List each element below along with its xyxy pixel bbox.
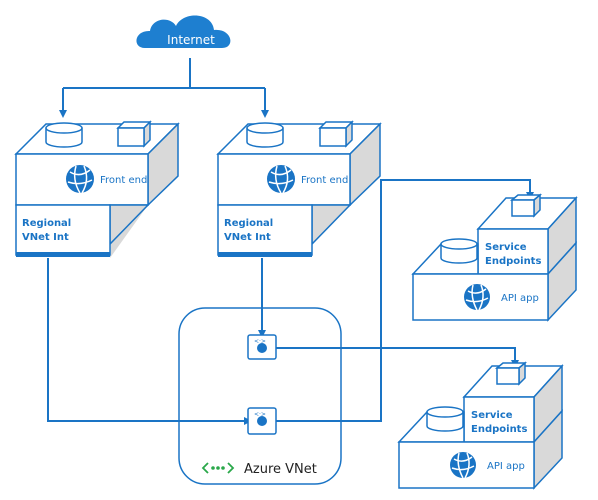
- app-service-icon: [450, 452, 476, 479]
- endpoint-dot: [257, 343, 267, 353]
- integration-box-side-edge: [311, 204, 352, 246]
- storage-cylinder-icon: [45, 122, 83, 148]
- app-service-icon: [464, 284, 490, 311]
- integration-label-line1: Regional: [22, 218, 71, 229]
- integration-label-line1: Regional: [224, 218, 273, 229]
- endpoint-brackets-icon: <·>: [254, 338, 266, 345]
- cube-icon: [318, 120, 354, 148]
- storage-cylinder-icon: [440, 238, 478, 264]
- app-service-label: Front end: [100, 175, 147, 186]
- endpoint-label-line1: Service: [485, 242, 527, 253]
- app-service-icon: [66, 165, 94, 194]
- storage-cylinder-icon: [426, 406, 464, 432]
- integration-box-side-edge: [109, 204, 150, 246]
- endpoint-box-front: [477, 228, 549, 275]
- app-service-icon: [267, 165, 295, 194]
- api-app-label: API app: [501, 293, 539, 304]
- connector-vnet-to-backend2: [276, 347, 519, 368]
- cube-icon: [509, 193, 543, 218]
- cube-icon: [116, 120, 152, 148]
- integration-label-line2: VNet Int: [22, 232, 69, 243]
- private-endpoint-2: <·>: [247, 407, 277, 435]
- endpoint-label-line2: Endpoints: [471, 424, 527, 435]
- connectors: [47, 58, 534, 425]
- front-end-app-1: Front end Regional VNet Int: [14, 120, 180, 258]
- internet-cloud: Internet: [136, 15, 231, 48]
- connector-vnet-to-backend1: [276, 179, 534, 422]
- endpoint-label-line2: Endpoints: [485, 256, 541, 267]
- endpoint-label-line1: Service: [471, 410, 513, 421]
- vnet-icon: [201, 462, 235, 474]
- cloud-icon: [136, 15, 231, 48]
- internet-label: Internet: [167, 33, 215, 47]
- integration-bar: [218, 252, 312, 257]
- integration-box-front: [15, 204, 111, 256]
- integration-bar: [16, 252, 110, 257]
- front-end-app-2: Front end Regional VNet Int: [216, 120, 382, 257]
- connector-internet-split: [63, 58, 265, 89]
- app-service-label: Front end: [301, 175, 348, 186]
- integration-label-line2: VNet Int: [224, 232, 271, 243]
- integration-box-front: [217, 204, 313, 256]
- api-app-label: API app: [487, 461, 525, 472]
- storage-cylinder-icon: [246, 122, 284, 148]
- vnet-boundary: [178, 307, 342, 485]
- connector-app1-to-vnet-endpoint2: [47, 258, 252, 425]
- azure-vnet: <·> <·> Azure VNet: [178, 307, 342, 485]
- backend-api-app-1: Service Endpoints API app: [411, 193, 578, 322]
- endpoint-brackets-icon: <·>: [254, 411, 266, 418]
- endpoint-box-front: [463, 396, 535, 443]
- backend-api-app-2: Service Endpoints API app: [397, 361, 564, 490]
- private-endpoint-1: <·>: [247, 334, 277, 360]
- endpoint-dot: [257, 416, 267, 426]
- cube-icon: [494, 361, 528, 386]
- vnet-label: Azure VNet: [244, 462, 317, 477]
